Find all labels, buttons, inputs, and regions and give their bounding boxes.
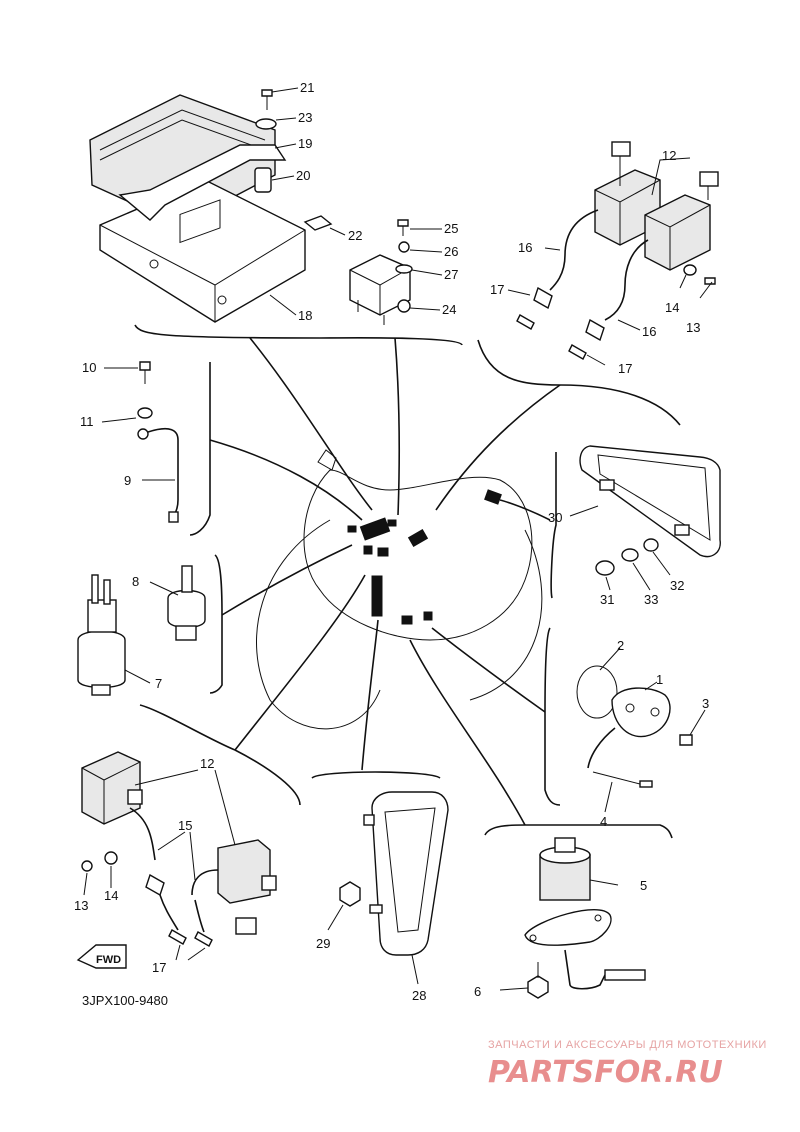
callout-23: 23 [298, 110, 312, 125]
callout-8: 8 [132, 574, 139, 589]
watermark-logo: PARTSFOR.RU [488, 1055, 723, 1090]
callout-12-top: 12 [662, 148, 676, 163]
callout-32: 32 [670, 578, 684, 593]
sensor-group [576, 665, 693, 788]
center-frame-sketch [256, 449, 543, 730]
callout-29: 29 [316, 936, 330, 951]
callout-1: 1 [656, 672, 663, 687]
callout-16-top-b: 16 [642, 324, 656, 339]
callout-17-top-b: 17 [618, 361, 632, 376]
fwd-label: FWD [96, 954, 121, 966]
callout-24: 24 [442, 302, 456, 317]
callout-15: 15 [178, 818, 192, 833]
callout-19: 19 [298, 136, 312, 151]
callout-13-bottom: 13 [74, 898, 88, 913]
ignition-coils-top-group [516, 141, 719, 360]
callout-leaders [83, 87, 713, 991]
callout-17-bottom: 17 [152, 960, 166, 975]
callout-20: 20 [296, 168, 310, 183]
relay-group [349, 219, 413, 325]
lamp-group [579, 445, 721, 576]
callout-16-top: 16 [518, 240, 532, 255]
switches-group [77, 565, 206, 696]
reflector-group [339, 791, 449, 956]
callout-21: 21 [300, 80, 314, 95]
callout-5: 5 [640, 878, 647, 893]
callout-33: 33 [644, 592, 658, 607]
callout-27: 27 [444, 267, 458, 282]
ignition-coils-bottom-group [81, 751, 277, 947]
callout-7: 7 [155, 676, 162, 691]
solenoid-group [524, 837, 646, 999]
callout-4: 4 [600, 814, 607, 829]
group-brackets [134, 324, 681, 839]
callout-14-top: 14 [665, 300, 679, 315]
callout-17-top: 17 [490, 282, 504, 297]
callout-6: 6 [474, 984, 481, 999]
callout-30: 30 [548, 510, 562, 525]
drawing-code: 3JPX100-9480 [82, 993, 168, 1008]
callout-3: 3 [702, 696, 709, 711]
callout-31: 31 [600, 592, 614, 607]
forward-arrow-icon: FWD [76, 944, 127, 969]
watermark-tagline: ЗАПЧАСТИ И АКСЕССУАРЫ ДЛЯ МОТОТЕХНИКИ [488, 1039, 767, 1051]
ground-lead-group [137, 361, 179, 523]
callout-28: 28 [412, 988, 426, 1003]
callout-22: 22 [348, 228, 362, 243]
callout-14-bottom: 14 [104, 888, 118, 903]
callout-9: 9 [124, 473, 131, 488]
callout-10: 10 [82, 360, 96, 375]
cdi-unit-group [89, 89, 333, 323]
callout-13-top: 13 [686, 320, 700, 335]
callout-12-bottom: 12 [200, 756, 214, 771]
callout-numbers: 21 23 19 20 22 18 25 26 27 24 12 16 17 1… [74, 80, 709, 1003]
leader-lines [209, 337, 561, 826]
callout-25: 25 [444, 221, 458, 236]
callout-2: 2 [617, 638, 624, 653]
callout-18: 18 [298, 308, 312, 323]
callout-26: 26 [444, 244, 458, 259]
callout-11: 11 [80, 414, 94, 429]
